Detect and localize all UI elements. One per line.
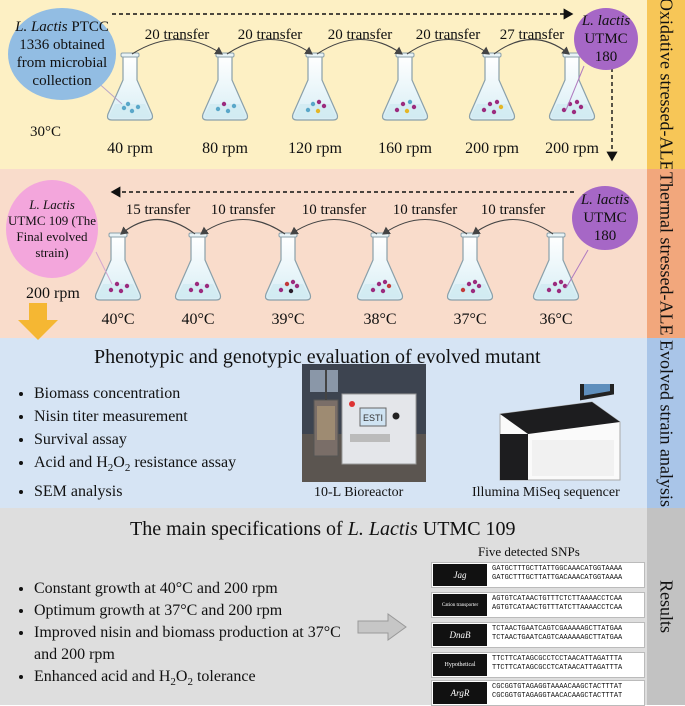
bioreactor-photo: ESTI — [302, 364, 426, 482]
thermal-flask-3 — [264, 232, 312, 301]
thermal-flask-1 — [94, 232, 142, 301]
th-transfer-5: 10 transfer — [480, 202, 546, 218]
thermal-rpm: 200 rpm — [26, 285, 80, 302]
evolved-bullet-acid: Acid and H2O2 resistance assay — [34, 451, 236, 480]
evolved-bullet: Survival assay — [34, 428, 236, 451]
bioreactor-label: 10-L Bioreactor — [314, 485, 404, 500]
snp-title: Five detected SNPs — [478, 544, 580, 559]
snp-gene: ArgR — [433, 682, 487, 704]
results-bullet: Improved nisin and biomass production at… — [34, 622, 364, 666]
th-transfer-2: 10 transfer — [210, 202, 276, 218]
th-transfer-1: 15 transfer — [125, 202, 191, 218]
oxidative-flask-5 — [468, 52, 516, 121]
thermal-section — [0, 169, 647, 338]
ox-rpm-6: 200 rpm — [545, 140, 599, 157]
evolved-bullet: Biomass concentration — [34, 382, 236, 405]
ox-rpm-1: 40 rpm — [107, 140, 153, 157]
thermal-transfer-arrows — [120, 218, 554, 235]
oxidative-flask-1 — [106, 52, 154, 121]
evolved-bullets: Biomass concentration Nisin titer measur… — [14, 382, 236, 503]
th-temp-6: 36°C — [539, 311, 573, 328]
oxidative-flask-3 — [291, 52, 339, 121]
start-strain-circle: L. Lactis PTCC 1336 obtained from microb… — [8, 8, 116, 100]
ox-transfer-1: 20 transfer — [144, 27, 210, 43]
snp-gene: DnaB — [433, 624, 487, 646]
evolved-bullet: SEM analysis — [34, 480, 236, 503]
results-side-label: Results — [647, 508, 685, 705]
oxidative-flask-4 — [381, 52, 429, 121]
sequencer-label: Illumina MiSeq sequencer — [472, 485, 620, 500]
th-temp-2: 40°C — [181, 311, 215, 328]
oxidative-flask-6 — [548, 52, 596, 121]
snp-row: Hypothetical TTCTTCATAGCGCCTCCTAACATTAGA… — [431, 652, 645, 678]
oxidative-temperature: 30°C — [30, 124, 62, 140]
sequencer-photo — [499, 384, 621, 481]
ox-rpm-3: 120 rpm — [288, 140, 342, 157]
results-bullet-tolerance: Enhanced acid and H2O2 tolerance — [34, 666, 364, 693]
flow-diagram — [18, 8, 618, 340]
evolved-side-label: Evolved strain analysis — [647, 338, 685, 508]
bioreactor-screen: ESTI — [363, 413, 383, 423]
evolved-title: Phenotypic and genotypic evaluation of e… — [94, 346, 541, 368]
yellow-down-arrow — [18, 303, 58, 340]
snp-row: Cation transporter AGTGTCATAACTGTTTCTCTT… — [431, 592, 645, 618]
th-temp-5: 37°C — [453, 311, 487, 328]
snp-gene: Jag — [433, 564, 487, 586]
th-temp-3: 39°C — [271, 311, 305, 328]
ox-transfer-3: 20 transfer — [327, 27, 393, 43]
oxidative-transfer-arrows — [131, 38, 570, 55]
results-arrow — [357, 613, 407, 641]
snp-gene: Hypothetical — [433, 654, 487, 676]
thermal-flask-6 — [532, 232, 580, 301]
ox-rpm-4: 160 rpm — [378, 140, 432, 157]
ox-rpm-5: 200 rpm — [465, 140, 519, 157]
results-bullet: Constant growth at 40°C and 200 rpm — [34, 578, 364, 600]
snp-gene: Cation transporter — [433, 594, 487, 616]
results-bullets: Constant growth at 40°C and 200 rpm Opti… — [14, 578, 364, 693]
ox-transfer-2: 20 transfer — [237, 27, 303, 43]
th-transfer-4: 10 transfer — [392, 202, 458, 218]
thermal-side-label: Thermal stressed-ALE — [647, 169, 685, 338]
th-temp-1: 40°C — [101, 311, 135, 328]
results-bullet: Optimum growth at 37°C and 200 rpm — [34, 600, 364, 622]
th-temp-4: 38°C — [363, 311, 397, 328]
evolved-bullet: Nisin titer measurement — [34, 405, 236, 428]
ox-transfer-5: 27 transfer — [499, 27, 565, 43]
thermal-flask-5 — [446, 232, 494, 301]
thermal-flask-2 — [174, 232, 222, 301]
oxidative-flask-2 — [201, 52, 249, 121]
results-title: The main specifications of L. Lactis UTM… — [130, 518, 516, 540]
th-transfer-3: 10 transfer — [301, 202, 367, 218]
thermal-flask-4 — [356, 232, 404, 301]
ox-transfer-4: 20 transfer — [415, 27, 481, 43]
oxidative-side-label: Oxidative stressed-ALE — [647, 0, 685, 171]
ox-rpm-2: 80 rpm — [202, 140, 248, 157]
